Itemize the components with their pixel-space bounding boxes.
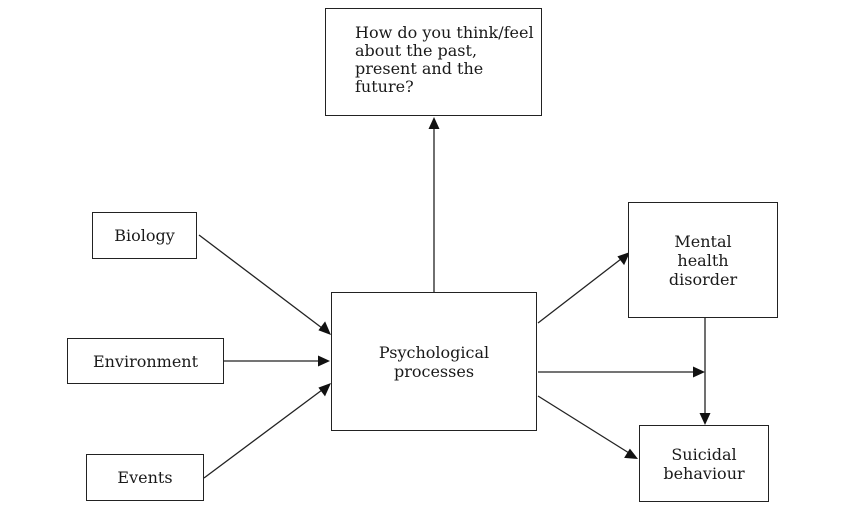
arrow-psych-to-question [428,117,440,292]
arrow-psych-to-suicidal [537,395,638,459]
node-question: How do you think/feel about the past, pr… [325,8,542,116]
node-question-label: How do you think/feel about the past, pr… [355,23,534,96]
node-biology: Biology [92,212,197,259]
node-suicidal-label: Suicidal behaviour [663,444,745,483]
arrow-environment-to-psych [224,355,330,367]
arrow-psych-to-mental [537,252,630,324]
node-psychological-label: Psychological processes [378,342,490,381]
arrow-biology-to-psych [198,234,331,335]
arrow-psych-to-link [538,366,705,378]
node-events: Events [86,454,204,501]
node-events-label: Events [117,468,173,487]
node-psychological-processes: Psychological processes [331,292,537,431]
node-environment: Environment [67,338,224,384]
node-biology-label: Biology [114,226,175,245]
arrow-events-to-psych [203,383,331,479]
arrow-mental-to-suicidal [699,318,711,425]
node-suicidal-behaviour: Suicidal behaviour [639,425,769,502]
node-environment-label: Environment [92,351,199,371]
node-mental-health-disorder: Mental health disorder [628,202,778,318]
node-mental-health-label: Mental health disorder [668,231,738,289]
